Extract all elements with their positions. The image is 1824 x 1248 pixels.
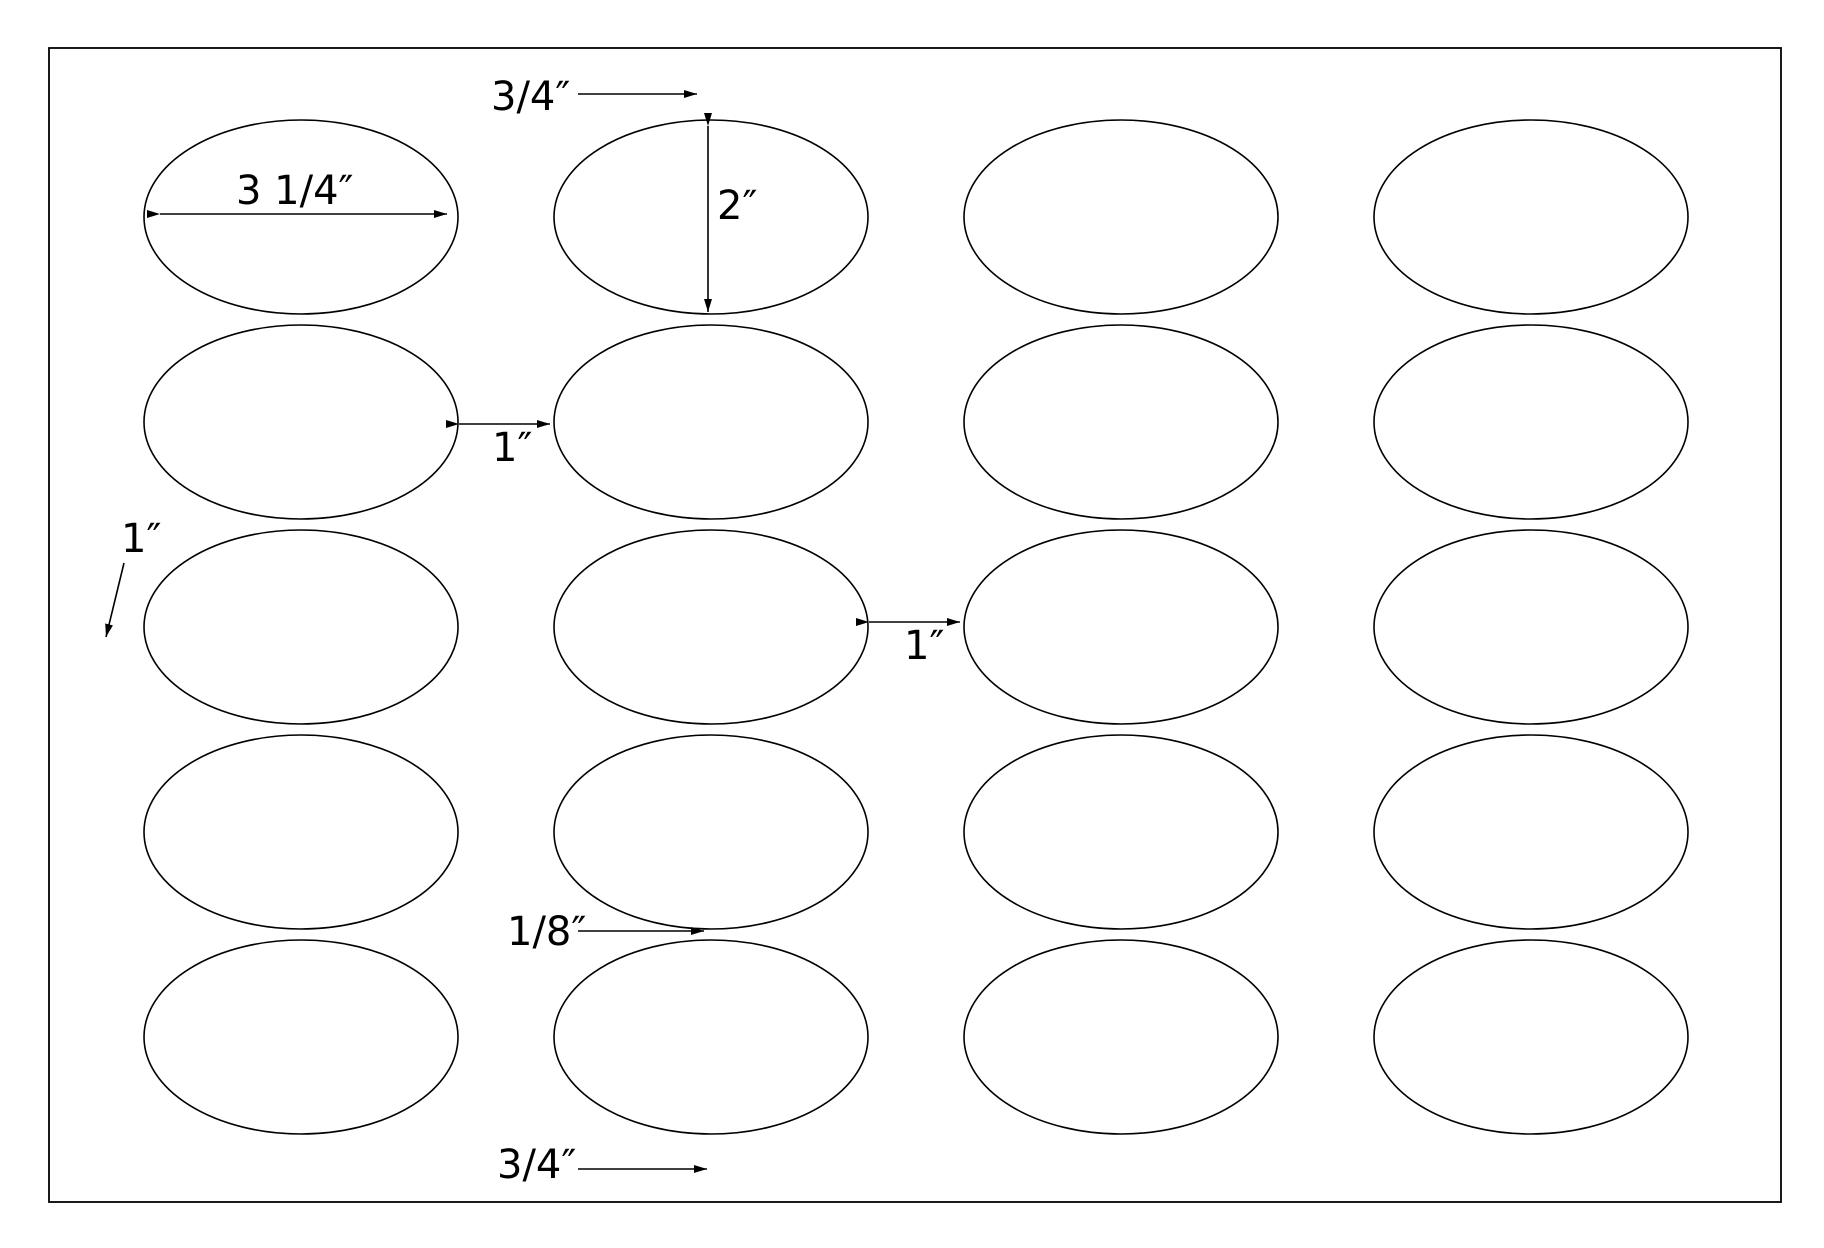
- oval-label-r2-c2: [553, 324, 869, 520]
- horizontal-gap-label-row3: 1″: [904, 623, 944, 669]
- oval-label-r2-c4: [1373, 324, 1689, 520]
- left-margin-arrow: [105, 562, 125, 638]
- oval-label-r5-c1: [143, 939, 459, 1135]
- oval-label-r1-c4: [1373, 119, 1689, 315]
- label-height-label: 2″: [717, 183, 757, 229]
- oval-label-r4-c1: [143, 734, 459, 930]
- oval-label-r5-c3: [963, 939, 1279, 1135]
- oval-label-r2-c1: [143, 324, 459, 520]
- sheet-border: [48, 47, 1782, 1203]
- oval-label-r5-c2: [553, 939, 869, 1135]
- oval-label-r4-c4: [1373, 734, 1689, 930]
- oval-label-r3-c1: [143, 529, 459, 725]
- vertical-gap-label: 1/8″: [507, 909, 586, 955]
- label-grid: [143, 119, 1689, 1135]
- oval-label-r1-c2: [553, 119, 869, 315]
- top-margin-label: 3/4″: [491, 74, 570, 120]
- oval-label-r4-c3: [963, 734, 1279, 930]
- label-width-label: 3 1/4″: [236, 168, 353, 214]
- oval-label-r1-c3: [963, 119, 1279, 315]
- left-margin-label: 1″: [121, 516, 161, 562]
- oval-label-r3-c2: [553, 529, 869, 725]
- bottom-margin-label: 3/4″: [497, 1142, 576, 1188]
- oval-label-r2-c3: [963, 324, 1279, 520]
- oval-label-r1-c1: [143, 119, 459, 315]
- horizontal-gap-label-row2: 1″: [492, 425, 532, 471]
- oval-label-r3-c4: [1373, 529, 1689, 725]
- oval-label-r3-c3: [963, 529, 1279, 725]
- oval-label-r4-c2: [553, 734, 869, 930]
- oval-label-r5-c4: [1373, 939, 1689, 1135]
